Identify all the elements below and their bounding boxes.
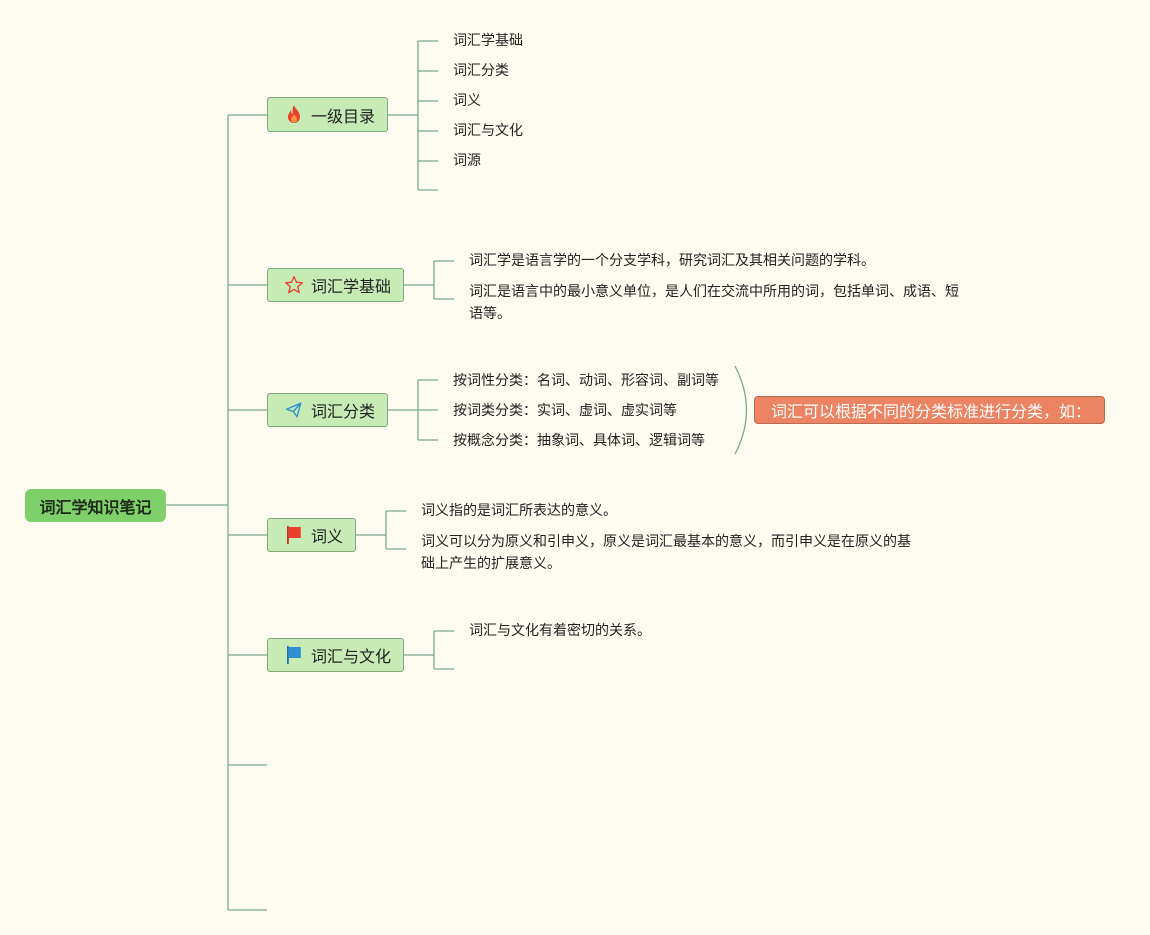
list-item: 词义可以分为原义和引申义，原义是词汇最基本的意义，而引申义是在原义的基础上产生的… bbox=[421, 534, 911, 572]
list-item: 按词性分类：名词、动词、形容词、副词等 bbox=[453, 373, 719, 389]
list-item: 词汇是语言中的最小意义单位，是人们在交流中所用的词，包括单词、成语、短语等。 bbox=[469, 284, 959, 322]
list-item: 词源 bbox=[453, 153, 481, 169]
branch-node-meaning[interactable]: 词义 bbox=[267, 518, 356, 552]
list-item: 按词类分类：实词、虚词、虚实词等 bbox=[453, 403, 677, 419]
red-flag-icon bbox=[284, 524, 304, 546]
branch-node-classification[interactable]: 词汇分类 bbox=[267, 393, 388, 427]
list-item: 词义 bbox=[453, 93, 481, 109]
fire-icon bbox=[284, 104, 304, 126]
branch-label: 词汇学基础 bbox=[311, 277, 392, 296]
list-item: 词汇与文化 bbox=[453, 123, 523, 139]
branch-label: 词汇与文化 bbox=[311, 647, 392, 666]
paper-plane-icon bbox=[284, 399, 304, 421]
list-item: 词义指的是词汇所表达的意义。 bbox=[421, 503, 617, 519]
branch-label: 词义 bbox=[311, 527, 344, 546]
branch-node-basics[interactable]: 词汇学基础 bbox=[267, 268, 404, 302]
branch-label: 一级目录 bbox=[311, 106, 376, 126]
list-item: 按概念分类：抽象词、具体词、逻辑词等 bbox=[453, 433, 705, 449]
summary-callout[interactable]: 词汇可以根据不同的分类标准进行分类，如： bbox=[754, 396, 1105, 424]
list-item: 词汇学是语言学的一个分支学科，研究词汇及其相关问题的学科。 bbox=[469, 253, 875, 269]
root-node[interactable]: 词汇学知识笔记 bbox=[25, 489, 166, 522]
branch-node-culture[interactable]: 词汇与文化 bbox=[267, 638, 404, 672]
root-label: 词汇学知识笔记 bbox=[39, 497, 152, 517]
blue-flag-icon bbox=[284, 644, 304, 666]
list-item: 词汇学基础 bbox=[453, 33, 523, 49]
list-item: 词汇与文化有着密切的关系。 bbox=[469, 623, 651, 639]
list-item: 词汇分类 bbox=[453, 63, 509, 79]
branch-label: 词汇分类 bbox=[311, 402, 376, 421]
star-outline-icon bbox=[284, 274, 304, 296]
summary-label: 词汇可以根据不同的分类标准进行分类，如： bbox=[771, 402, 1092, 421]
branch-node-toc[interactable]: 一级目录 bbox=[267, 97, 388, 132]
